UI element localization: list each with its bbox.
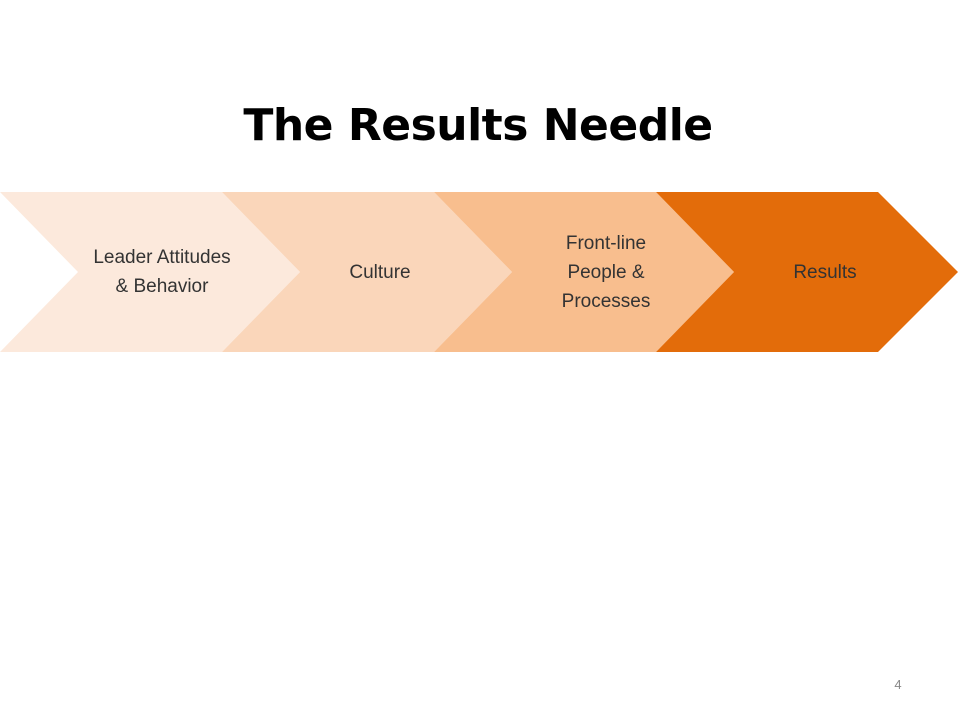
- chevron-step-front-line: [434, 192, 734, 352]
- chevron-step-results: [656, 192, 958, 352]
- step-label-front-line: Front-line People & Processes: [561, 232, 651, 312]
- step-label-leader-attitudes: Leader Attitudes & Behavior: [93, 247, 231, 297]
- chevron-step-leader-attitudes: [0, 192, 300, 352]
- page-number: 4: [894, 677, 902, 692]
- chevron-step-culture: [222, 192, 512, 352]
- step-label-culture: Culture: [349, 261, 411, 283]
- step-label-results: Results: [793, 261, 857, 283]
- slide-title: The Results Needle: [243, 100, 713, 151]
